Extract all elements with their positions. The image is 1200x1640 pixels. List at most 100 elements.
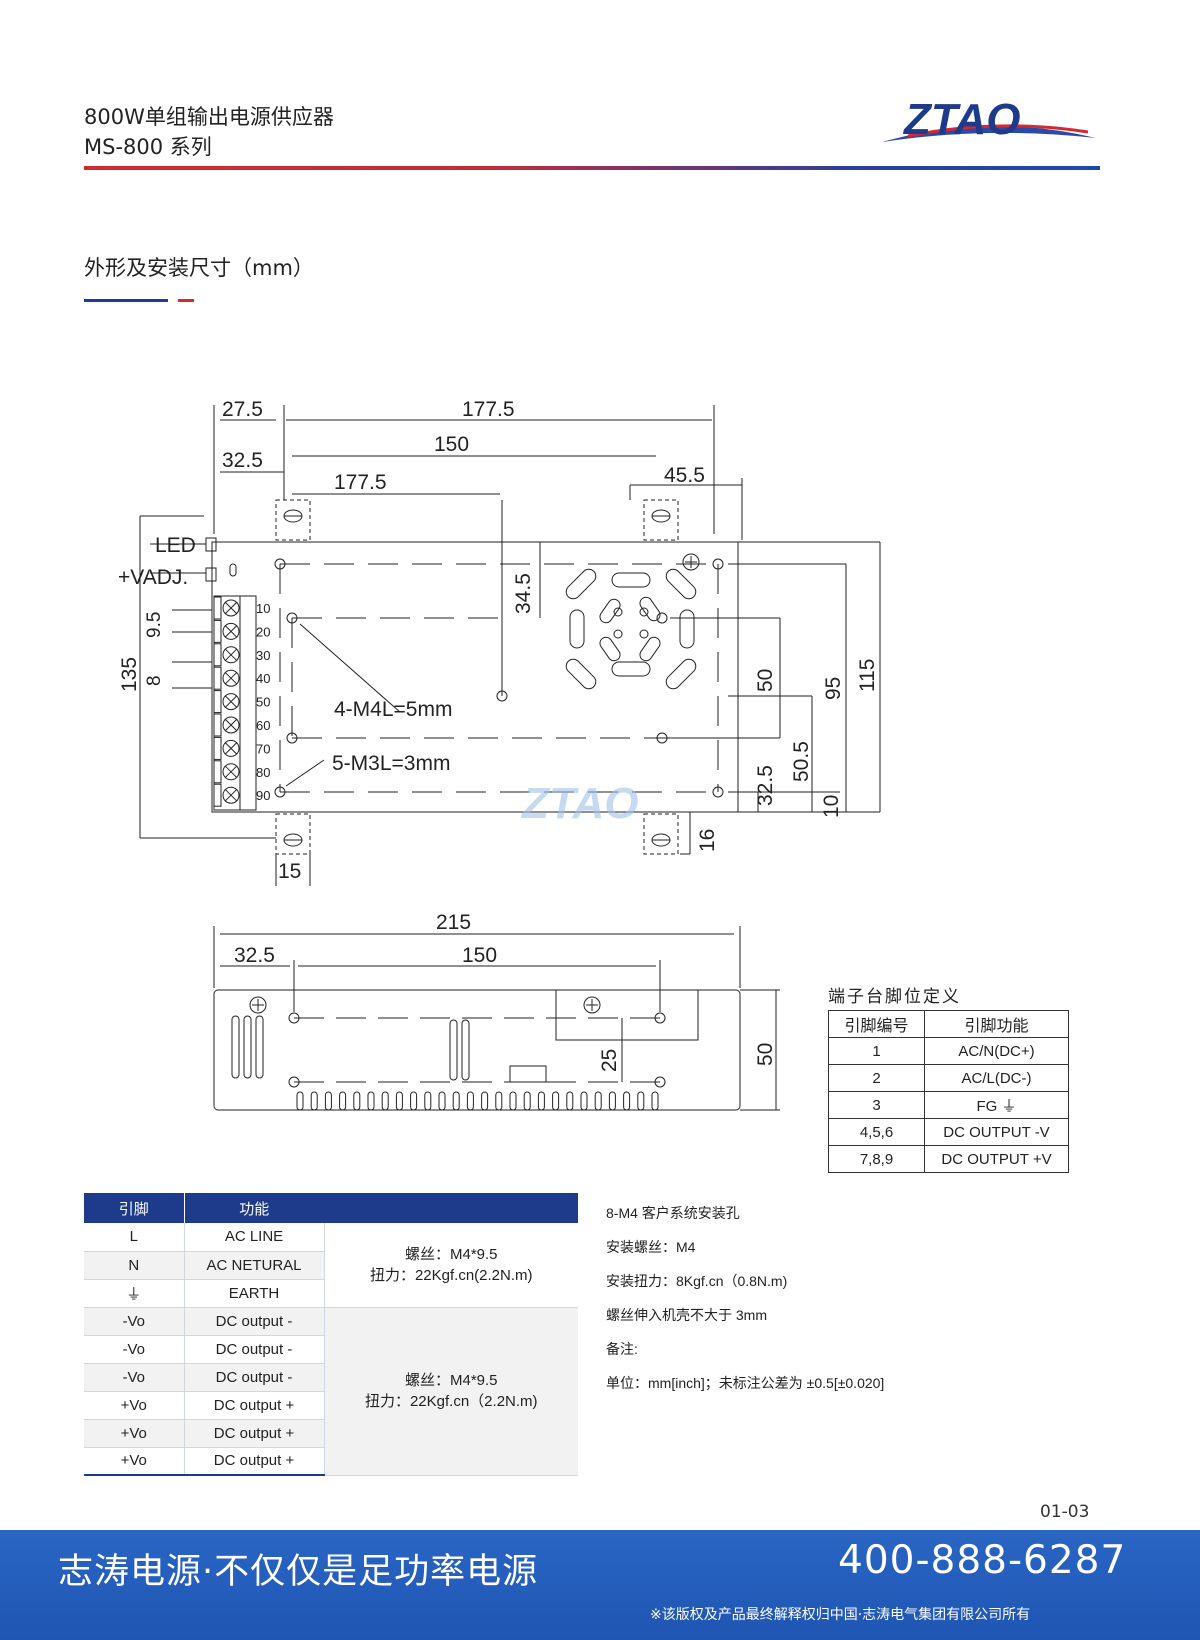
vadj-label: +VADJ. [118, 566, 188, 589]
m4-holes-label: 4-M4L=5mm [334, 698, 452, 721]
dim-50: 50 [754, 669, 777, 692]
vent-slot [395, 1091, 403, 1111]
dim-45-5: 45.5 [664, 464, 705, 487]
pin-table-title: 端子台脚位定义 [828, 987, 961, 1007]
m3-holes-label: 5-M3L=3mm [332, 752, 450, 775]
dim-115: 115 [856, 659, 879, 692]
vent-slot [339, 1091, 347, 1111]
dim-9-5: 9.5 [144, 612, 165, 638]
terminal-screw [222, 763, 240, 781]
vent-slot [623, 1091, 631, 1111]
dimension-drawing: 27.5 177.5 150 32.5 177.5 45.5 LED +VADJ… [118, 398, 881, 1111]
terminal-number: 70 [256, 741, 270, 756]
vent-slot [580, 1091, 588, 1111]
vent-slot [367, 1091, 375, 1111]
dim-177-5-mid: 177.5 [334, 471, 387, 494]
note-line: 安装扭力：8Kgf.cn（0.8N.m) [606, 1273, 788, 1289]
table-row: ⏚EARTH [84, 1279, 578, 1308]
note-line: 备注: [606, 1341, 638, 1357]
vent-slot [566, 1091, 574, 1111]
vent-slot [324, 1091, 332, 1111]
note-line: 螺丝伸入机壳不大于 3mm [606, 1307, 767, 1323]
section-underline-red [178, 299, 194, 302]
vent-slot [594, 1091, 602, 1111]
vent-slot [509, 1091, 517, 1111]
note-line: 安装螺丝：M4 [606, 1239, 696, 1255]
dim-8: 8 [144, 675, 165, 686]
ztao-logo: ZTAO [882, 95, 1096, 144]
main-table-header-func: 功能 [183, 1193, 324, 1223]
terminal-number: 80 [256, 765, 270, 780]
terminal-screw [222, 693, 240, 711]
fan-grille [565, 568, 697, 690]
vent-slot [637, 1091, 645, 1111]
section-title: 外形及安装尺寸（mm） [84, 256, 314, 280]
dim-95: 95 [822, 677, 845, 700]
install-notes: 8-M4 客户系统安装孔 安装螺丝：M4 安装扭力：8Kgf.cn（0.8N.m… [606, 1196, 884, 1400]
vent-slot [424, 1091, 432, 1111]
dim-25: 25 [598, 1049, 621, 1072]
dim-34-5: 34.5 [512, 573, 535, 614]
note-line: 单位：mm[inch]；未标注公差为 ±0.5[±0.020] [606, 1375, 885, 1391]
dim-16: 16 [696, 829, 719, 852]
side-view-body [213, 989, 741, 1111]
terminal-number: 30 [256, 648, 270, 663]
vent-slot [537, 1091, 545, 1111]
vent-slot [608, 1091, 616, 1111]
page-number: 01-03 [1040, 1502, 1090, 1522]
document-title: 800W单组输出电源供应器 MS-800 系列 [84, 102, 334, 162]
footer-bar [0, 1530, 1200, 1640]
pin-table-header-no: 引脚编号 [828, 1010, 925, 1038]
vent-slot [438, 1091, 446, 1111]
footer-phone: 400-888-6287 [838, 1538, 1127, 1583]
terminal-number: 50 [256, 695, 270, 710]
vent-slot [353, 1091, 361, 1111]
dim-10: 10 [820, 795, 843, 818]
dim-side-150: 150 [462, 944, 497, 967]
led-label: LED [155, 534, 196, 557]
vent-slot [495, 1091, 503, 1111]
vent-slot [310, 1091, 318, 1111]
terminal-screw [222, 646, 240, 664]
dim-177-5-top: 177.5 [462, 398, 515, 421]
vent-slot [523, 1091, 531, 1111]
terminal-screw [222, 622, 240, 640]
vent-slot [381, 1091, 389, 1111]
terminal-screw [222, 739, 240, 757]
vent-slot [651, 1091, 659, 1111]
terminal-screw [222, 599, 240, 617]
terminal-number: 90 [256, 788, 270, 803]
vent-slot [481, 1091, 489, 1111]
dim-215: 215 [436, 911, 471, 934]
terminal-number: 60 [256, 718, 270, 733]
dim-15: 15 [278, 860, 301, 883]
vent-slot [296, 1091, 304, 1111]
dim-side-50: 50 [754, 1043, 777, 1066]
dim-150-top: 150 [434, 433, 469, 456]
terminal-screw [222, 669, 240, 687]
vent-slot [466, 1091, 474, 1111]
terminal-screw [222, 786, 240, 804]
section-underline-blue [84, 299, 168, 302]
main-table-header-pin: 引脚 [84, 1193, 184, 1223]
title-line-2: MS-800 系列 [84, 135, 212, 159]
side-view-vent-slots [231, 1015, 470, 1081]
vent-slot [452, 1091, 460, 1111]
